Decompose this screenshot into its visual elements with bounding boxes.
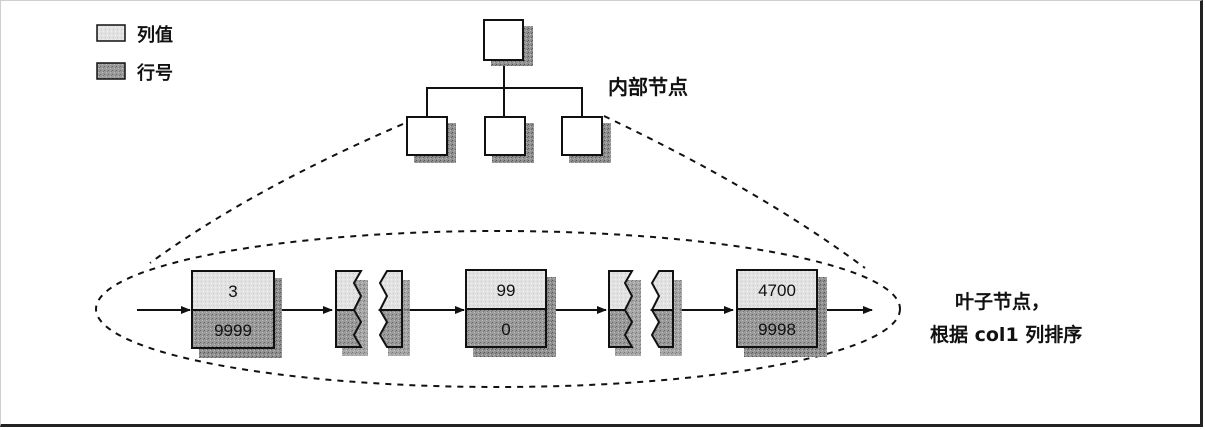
row-number: 9998 — [758, 320, 796, 339]
leaf-label-line2: 根据 col1 列排序 — [930, 323, 1082, 346]
leaf-label-line1: 叶子节点， — [955, 291, 1050, 313]
leaf-entry: 3 9999 — [191, 270, 282, 358]
legend-item-column-value: 列值 — [96, 24, 173, 46]
leaf-level-ellipse — [95, 230, 901, 388]
legend: 列值 行号 — [96, 24, 173, 84]
row-number: 0 — [501, 320, 510, 339]
child-node — [406, 116, 456, 163]
legend-item-row-number: 行号 — [96, 62, 173, 84]
legend-label-row-number: 行号 — [136, 62, 173, 84]
leaf-chain-break — [335, 270, 410, 356]
root-node — [483, 19, 533, 66]
leaf-entry: 4700 9998 — [736, 269, 827, 357]
leaf-entry: 99 0 — [465, 269, 556, 357]
child-node — [561, 116, 611, 163]
column-value: 99 — [497, 281, 516, 300]
column-value: 3 — [228, 282, 237, 301]
child-node — [484, 116, 534, 163]
column-value: 4700 — [758, 281, 796, 300]
internal-nodes: 内部节点 — [406, 19, 688, 163]
tree-connectors — [426, 60, 583, 117]
leaf-nodes-label: 叶子节点， 根据 col1 列排序 — [930, 291, 1082, 346]
leaf-chain-break — [608, 270, 682, 356]
expansion-cone — [149, 115, 866, 269]
leaf-chain: 3 9999 99 0 — [137, 269, 873, 358]
legend-label-column-value: 列值 — [137, 24, 173, 46]
row-number: 9999 — [214, 321, 252, 340]
internal-nodes-label: 内部节点 — [608, 75, 688, 99]
legend-swatch-row-number — [96, 62, 126, 80]
legend-swatch-column-value — [96, 24, 126, 42]
